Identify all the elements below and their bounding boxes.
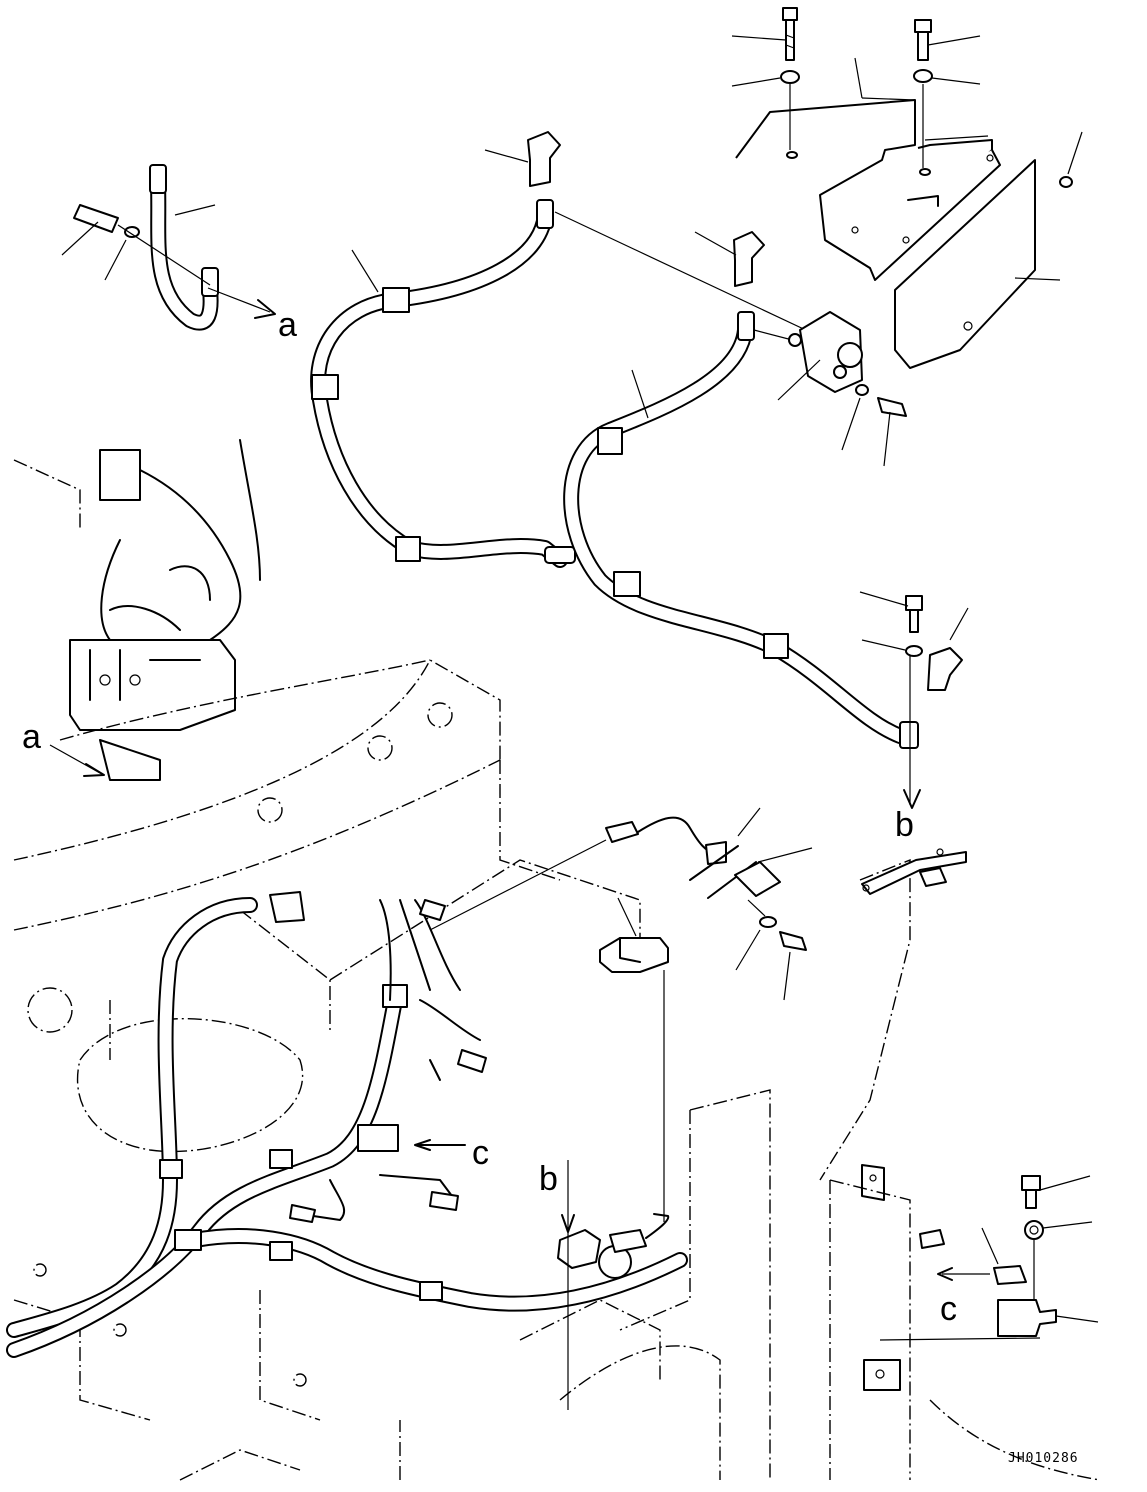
label-a-frame: a — [22, 718, 41, 756]
label-c-bracket: c — [940, 1290, 957, 1328]
machine-frame-outline — [13, 459, 1101, 1481]
callout-arrow-a — [49, 744, 105, 777]
battery-relay — [777, 311, 907, 467]
label-a-callout: a — [278, 306, 297, 344]
sensor-harness — [429, 807, 813, 1001]
battery-cover — [735, 57, 1083, 369]
hardware-bolts — [731, 7, 981, 657]
drawing-code: JH010286 — [1008, 1451, 1079, 1466]
ground-strap-bracket — [861, 848, 1041, 1391]
terminal-boot — [599, 897, 669, 1222]
battery-cable-right — [563, 311, 921, 809]
reference-letters: a a b b c c — [22, 306, 957, 1328]
engine-starter-assembly — [69, 439, 261, 781]
terminal-covers — [484, 131, 969, 691]
label-c-harness: c — [472, 1134, 489, 1172]
battery-post — [557, 1160, 670, 1410]
battery-cable-left — [310, 199, 811, 568]
lower-harness — [6, 891, 688, 1358]
ground-cable-a — [61, 164, 276, 331]
label-b-callout: b — [895, 806, 914, 844]
label-b-frame: b — [539, 1160, 558, 1198]
hardware-lower-right — [937, 1175, 1099, 1337]
